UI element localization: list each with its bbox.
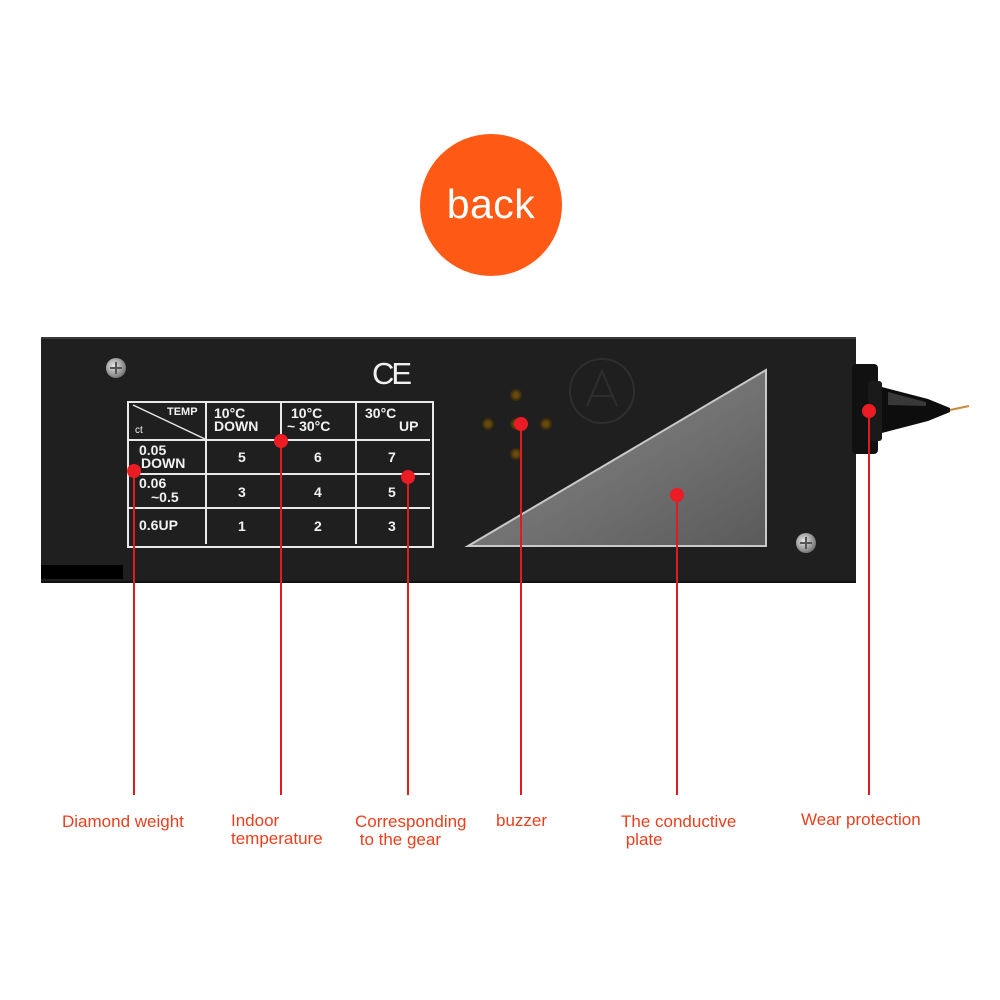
screw-icon <box>106 358 126 378</box>
buzzer-hole <box>482 418 494 430</box>
embossed-logo-icon <box>569 358 635 424</box>
callout-line <box>676 494 678 795</box>
red-dot-icon <box>401 470 415 484</box>
red-dot-icon <box>670 488 684 502</box>
table-divider <box>129 507 430 509</box>
label-corresponding-gear: Corresponding to the gear <box>355 812 467 849</box>
red-dot-icon <box>514 417 528 431</box>
table-cell: 4 <box>314 484 322 500</box>
conductive-plate <box>464 368 767 547</box>
device-notch <box>41 565 123 579</box>
label-wear-protection: Wear protection <box>801 810 921 829</box>
screw-icon <box>796 533 816 553</box>
callout-line <box>407 476 409 795</box>
col-header: 10°C <box>214 405 246 421</box>
table-cell: 5 <box>388 484 396 500</box>
callout-line <box>868 410 870 795</box>
buzzer-hole <box>540 418 552 430</box>
table-cell: 3 <box>388 518 396 534</box>
row-header: 0.06 <box>139 475 167 491</box>
table-cell: 2 <box>314 518 322 534</box>
table-cell: 7 <box>388 449 396 465</box>
table-cell: 6 <box>314 449 322 465</box>
label-indoor-temperature: Indoor temperature <box>231 811 323 848</box>
label-diamond-weight: Diamond weight <box>62 812 184 831</box>
callout-line <box>280 440 282 795</box>
red-dot-icon <box>127 464 141 478</box>
corner-temp-label: TEMP <box>167 406 198 418</box>
corner-diagonal <box>132 404 206 440</box>
table-divider <box>129 473 430 475</box>
back-badge-text: back <box>446 180 536 227</box>
label-buzzer: buzzer <box>496 811 548 830</box>
col-header: UP <box>399 418 419 434</box>
table-cell: 3 <box>238 484 246 500</box>
buzzer-hole <box>510 389 522 401</box>
row-header: ~0.5 <box>151 489 179 505</box>
callout-line <box>520 423 522 795</box>
callout-line <box>133 470 135 795</box>
row-header: DOWN <box>141 455 186 471</box>
row-header: 0.6UP <box>139 517 178 533</box>
row-header: 0.05 <box>139 442 167 458</box>
col-header: 10°C <box>291 405 323 421</box>
label-conductive-plate: The conductive plate <box>621 812 737 849</box>
col-header: DOWN <box>214 418 259 434</box>
ce-mark: CE <box>372 356 412 391</box>
table-cell: 5 <box>238 449 246 465</box>
probe-tip <box>868 381 970 441</box>
red-dot-icon <box>862 404 876 418</box>
col-header: ~ 30°C <box>287 418 331 434</box>
back-badge: back <box>420 134 562 276</box>
col-header: 30°C <box>365 405 397 421</box>
red-dot-icon <box>274 434 288 448</box>
table-cell: 1 <box>238 518 246 534</box>
corner-ct-label: ct <box>135 425 143 436</box>
